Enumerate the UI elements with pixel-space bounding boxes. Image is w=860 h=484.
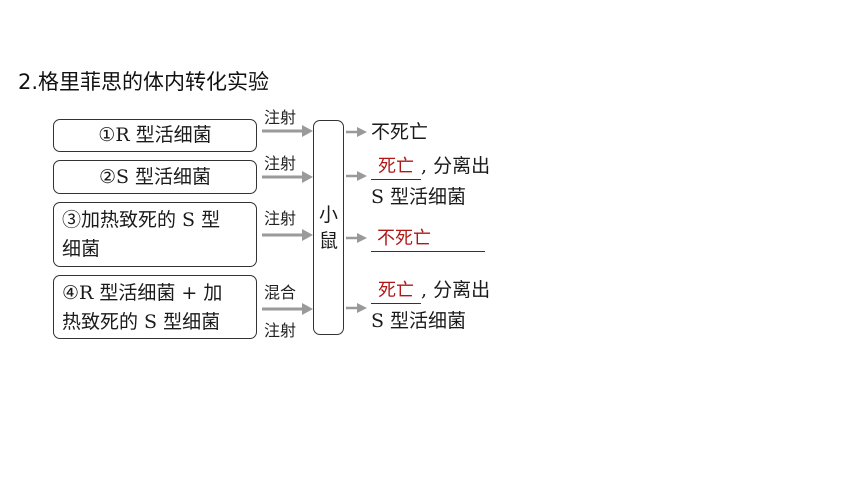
right-arrow-icon — [262, 125, 313, 137]
right-arrow-icon — [346, 127, 367, 137]
result-text: 不死亡 — [371, 121, 429, 143]
result-2-line2: S 型活细菌 — [371, 183, 466, 212]
result-4: 死亡, 分离出 — [371, 276, 490, 305]
experiment-label-line2: 细菌 — [62, 238, 101, 260]
method-label: 注射 — [264, 108, 297, 127]
experiment-box-2: ②S 型活细菌 — [53, 160, 257, 194]
result-4-line2: S 型活细菌 — [371, 307, 466, 336]
experiment-box-1: ①R 型活细菌 — [53, 119, 257, 152]
experiment-box-4: ④R 型活细菌 + 加 热致死的 S 型细菌 — [53, 275, 257, 339]
result-text: S 型活细菌 — [371, 310, 467, 332]
experiment-label-line1: ④R 型活细菌 + 加 — [62, 282, 223, 304]
right-arrow-icon — [346, 233, 367, 243]
right-arrow-icon — [262, 303, 313, 315]
method-label: 注射 — [264, 209, 297, 228]
result-text: S 型活细菌 — [371, 186, 467, 208]
experiment-label: ①R 型活细菌 — [98, 124, 212, 146]
result-1: 不死亡 — [371, 118, 428, 147]
experiment-label-line2: 热致死的 S 型细菌 — [62, 311, 221, 333]
page-title: 2.格里菲思的体内转化实验 — [18, 70, 270, 94]
right-arrow-icon — [346, 303, 367, 313]
method-label: 混合 — [264, 283, 297, 302]
mouse-box: 小鼠 — [313, 120, 344, 335]
right-arrow-icon — [346, 171, 367, 181]
experiment-label-line1: ③加热致死的 S 型 — [62, 209, 221, 231]
result-suffix: , 分离出 — [421, 155, 491, 177]
right-arrow-icon — [262, 229, 313, 241]
mouse-label: 小鼠 — [318, 203, 338, 252]
answer-blank: 死亡 — [371, 155, 421, 180]
result-2: 死亡, 分离出 — [371, 152, 490, 181]
right-arrow-icon — [262, 171, 313, 183]
method-label: 注射 — [264, 321, 297, 340]
method-label: 注射 — [264, 154, 297, 173]
answer-blank: 死亡 — [371, 279, 421, 304]
experiment-box-3: ③加热致死的 S 型 细菌 — [53, 202, 257, 267]
experiment-label: ②S 型活细菌 — [98, 165, 212, 188]
result-suffix: , 分离出 — [421, 279, 491, 301]
answer-blank: 不死亡 — [371, 227, 485, 252]
result-3: 不死亡 — [371, 224, 485, 253]
